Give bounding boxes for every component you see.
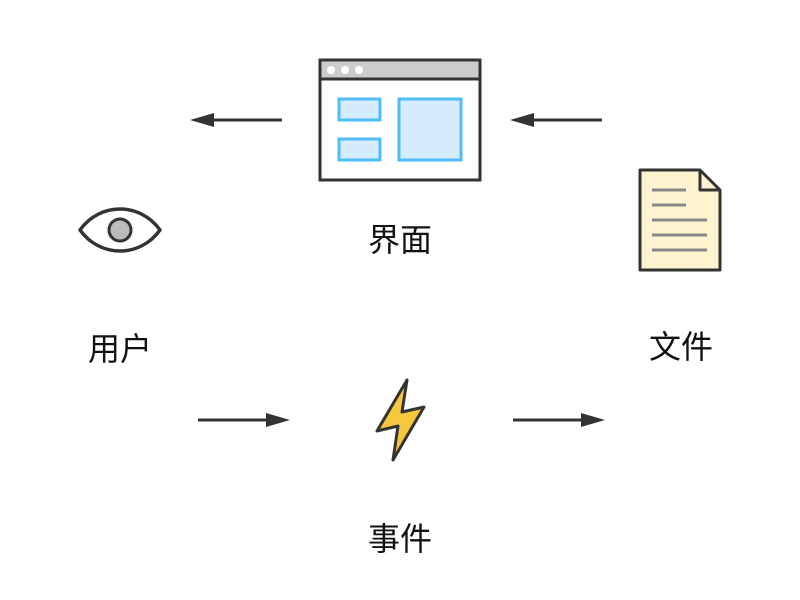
arrow-user-to-event — [198, 413, 290, 427]
eye-icon — [78, 207, 162, 253]
arrow-interface-to-user — [190, 113, 282, 127]
event-label: 事件 — [367, 520, 433, 558]
browser-window-icon — [318, 58, 482, 182]
arrow-file-to-interface — [510, 113, 602, 127]
file-label: 文件 — [648, 328, 714, 366]
arrow-event-to-file — [513, 413, 605, 427]
user-label: 用户 — [87, 330, 153, 368]
lightning-icon — [375, 378, 426, 462]
interface-label: 界面 — [367, 221, 433, 259]
document-icon — [638, 168, 722, 272]
